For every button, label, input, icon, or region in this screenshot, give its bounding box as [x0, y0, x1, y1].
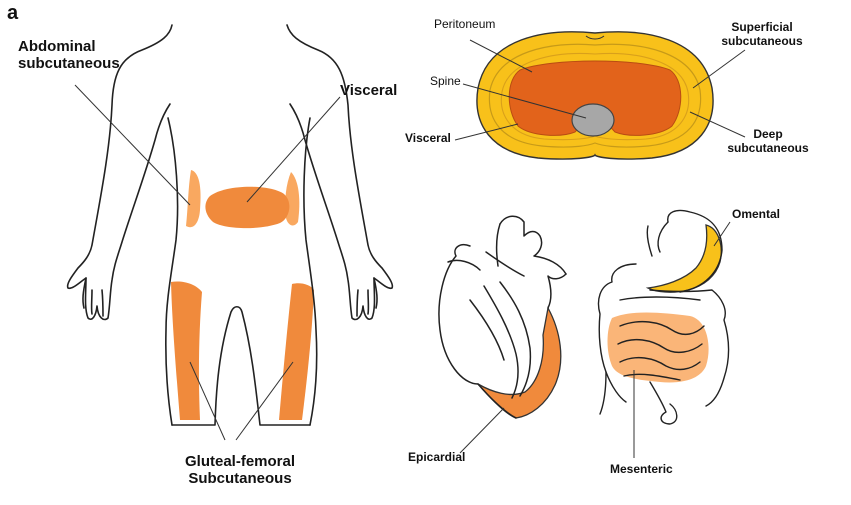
label-abdominal-subcutaneous: Abdominal subcutaneous	[18, 38, 120, 73]
visceral-fat-region	[205, 186, 290, 229]
gluteal-femoral-fat-right	[279, 283, 314, 420]
abdominal-subcutaneous-fat-left	[186, 170, 201, 228]
panel-letter: a	[7, 2, 19, 24]
label-deep-subcutaneous: Deep subcutaneous	[718, 127, 818, 156]
label-peritoneum: Peritoneum	[434, 17, 496, 31]
label-gluteal-line1: Gluteal-femoral	[184, 453, 296, 470]
label-gluteal-femoral: Gluteal-femoral Subcutaneous	[160, 453, 320, 488]
label-omental: Omental	[732, 207, 781, 221]
label-superficial-subcutaneous: Superficial subcutaneous	[712, 20, 812, 49]
label-spine: Spine	[430, 74, 461, 88]
label-gluteal-line2: Subcutaneous	[188, 470, 292, 488]
label-abdominal-line2: subcutaneous	[18, 55, 120, 73]
mesenteric-fat-region	[607, 312, 709, 383]
label-superficial-line2: subcutaneous	[721, 33, 803, 48]
label-superficial-line1: Superficial	[731, 20, 793, 34]
label-deep-line2: subcutaneous	[727, 140, 809, 155]
spine-vertebra	[571, 103, 615, 137]
label-visceral-body: Visceral	[340, 82, 398, 99]
label-visceral-cross-section: Visceral	[405, 131, 451, 145]
label-mesenteric: Mesenteric	[610, 462, 673, 476]
abdominal-subcutaneous-fat-right	[285, 172, 300, 226]
label-epicardial: Epicardial	[408, 450, 466, 464]
gluteal-femoral-fat-left	[171, 281, 202, 420]
label-abdominal-line1: Abdominal	[18, 38, 96, 55]
label-deep-line1: Deep	[753, 127, 783, 141]
